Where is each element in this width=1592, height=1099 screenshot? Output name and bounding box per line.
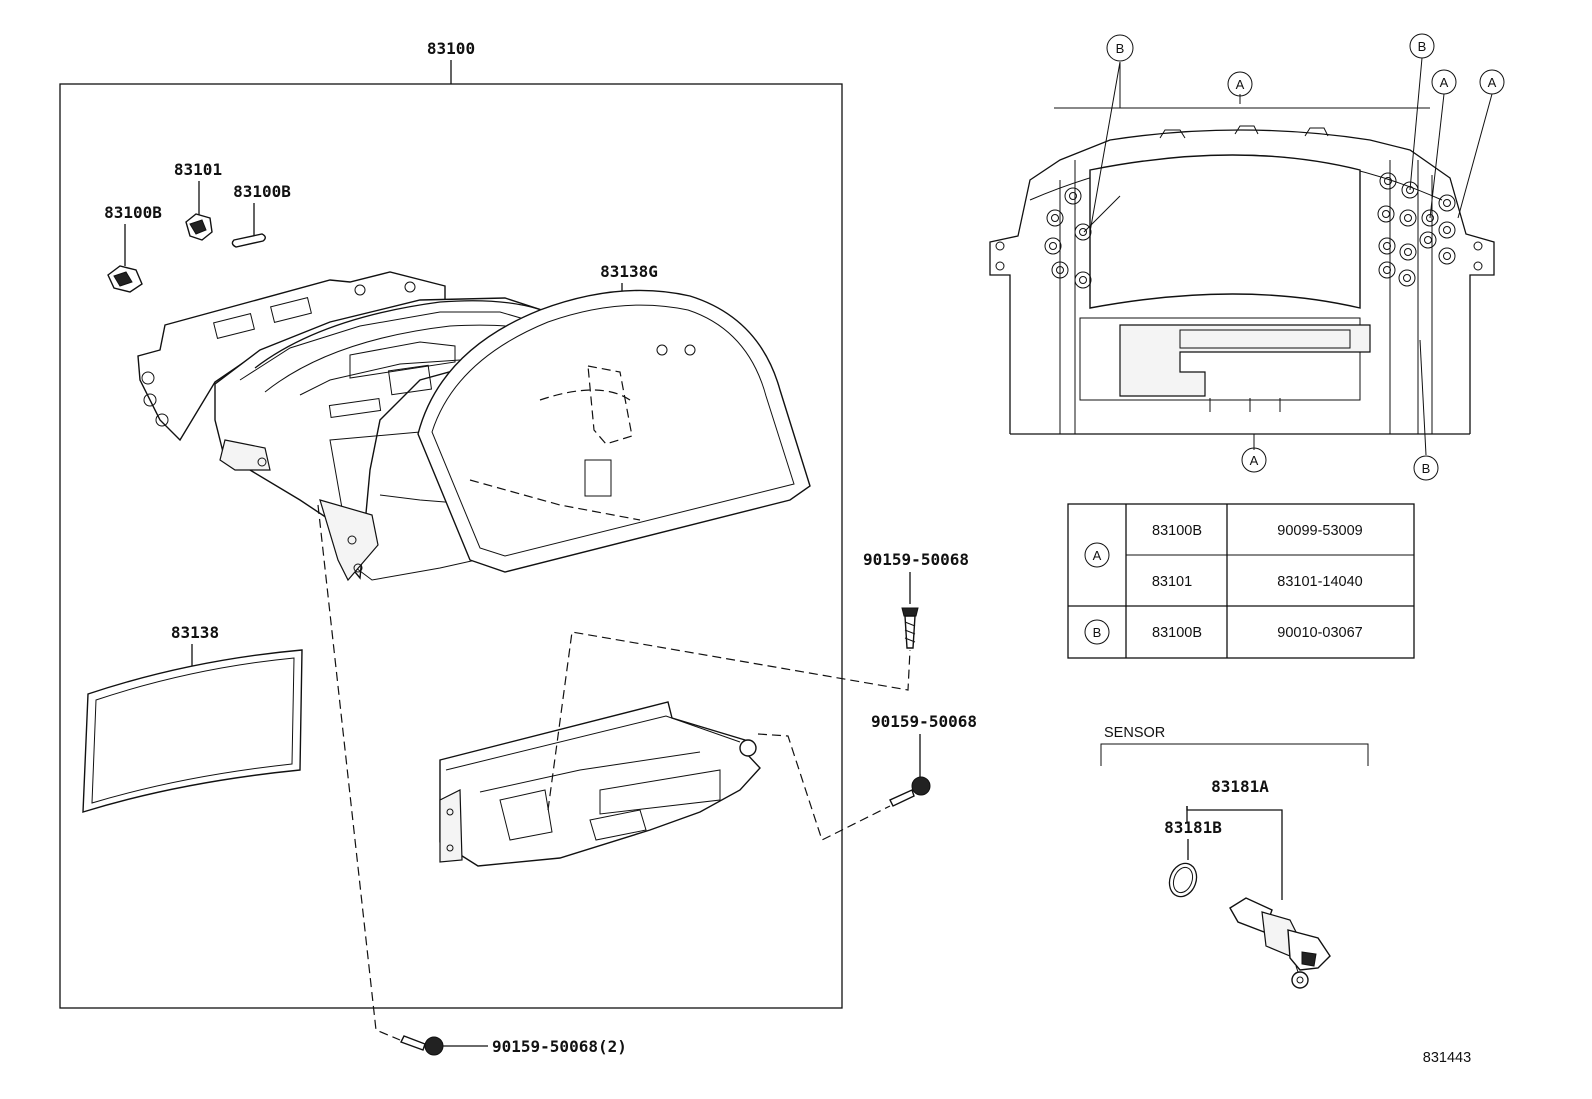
lens-83138g: 83138G xyxy=(417,262,811,573)
sensor-group: SENSOR 83181A 83181B xyxy=(1100,725,1369,989)
legend-key-b: B xyxy=(1084,619,1110,645)
legend-key-a: A xyxy=(1084,542,1110,568)
svg-text:B: B xyxy=(1116,41,1125,56)
label-83101: 83101 xyxy=(174,160,222,179)
speed-sensor-83181a xyxy=(1229,897,1331,989)
mount-holes-right xyxy=(1377,172,1483,287)
svg-text:A: A xyxy=(1093,548,1102,563)
assembly-frame: 83100 xyxy=(59,39,843,1009)
plate-83138: 83138 xyxy=(82,623,303,813)
legend-row2-number: 83101-14040 xyxy=(1277,574,1362,590)
clip-83101: 83101 xyxy=(174,160,222,241)
screw-upper: 90159-50068 xyxy=(863,550,969,649)
legend-row3-part: 83100B xyxy=(1152,625,1202,641)
legend-row1-number: 90099-53009 xyxy=(1277,523,1362,539)
combination-meter xyxy=(439,701,761,867)
svg-text:B: B xyxy=(1422,461,1431,476)
label-sensor-heading: SENSOR xyxy=(1104,725,1165,741)
detail-view xyxy=(989,57,1495,456)
label-83181a: 83181A xyxy=(1211,777,1269,796)
svg-text:A: A xyxy=(1440,75,1449,90)
svg-text:A: A xyxy=(1236,77,1245,92)
label-83100b-left: 83100B xyxy=(104,203,162,222)
label-screw-middle: 90159-50068 xyxy=(871,712,977,731)
callout-b-top-right: B xyxy=(1409,33,1435,59)
legend-row2-part: 83101 xyxy=(1152,574,1192,590)
label-assembly-83100: 83100 xyxy=(427,39,475,58)
svg-text:B: B xyxy=(1418,39,1427,54)
label-83138: 83138 xyxy=(171,623,219,642)
o-ring-83181b xyxy=(1168,862,1198,898)
svg-text:A: A xyxy=(1488,75,1497,90)
clip-83100b-top: 83100B xyxy=(231,182,291,248)
mount-holes-left xyxy=(995,187,1092,289)
label-83100b-top: 83100B xyxy=(233,182,291,201)
label-screw-bottom: 90159-50068(2) xyxy=(492,1037,627,1056)
dashed-leaders xyxy=(317,504,911,1041)
clip-83100b-left: 83100B xyxy=(104,203,162,293)
callout-a-right-1: A xyxy=(1431,69,1457,95)
meter-housing xyxy=(137,271,651,582)
figure-number: 831443 xyxy=(1423,1050,1471,1066)
legend-row1-part: 83100B xyxy=(1152,523,1202,539)
screw-bottom: 90159-50068(2) xyxy=(400,1035,627,1056)
callout-a-top: A xyxy=(1227,71,1253,97)
callout-b-top-left: B xyxy=(1106,34,1134,62)
callout-a-right-2: A xyxy=(1479,69,1505,95)
callout-b-bottom: B xyxy=(1413,455,1439,481)
svg-text:B: B xyxy=(1093,625,1102,640)
callout-a-bottom: A xyxy=(1241,447,1267,473)
legend-table: A B 83100B 90099-53009 83101 83101-14040… xyxy=(1067,503,1415,659)
label-screw-upper: 90159-50068 xyxy=(863,550,969,569)
label-83181b: 83181B xyxy=(1164,818,1222,837)
screw-middle: 90159-50068 xyxy=(871,712,977,807)
svg-text:A: A xyxy=(1250,453,1259,468)
label-83138g: 83138G xyxy=(600,262,658,281)
legend-row3-number: 90010-03067 xyxy=(1277,625,1362,641)
